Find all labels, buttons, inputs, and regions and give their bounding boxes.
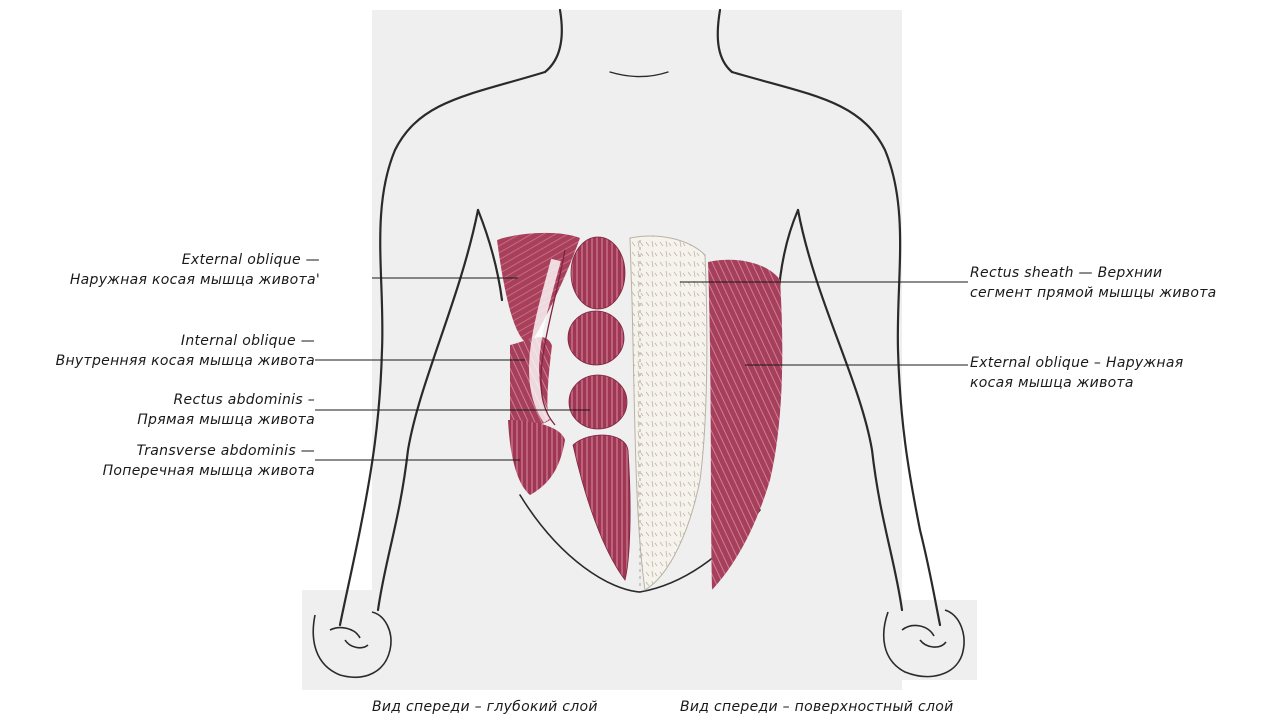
label-line-2: косая мышца живота [970, 373, 1183, 393]
label-line-2: сегмент прямой мышцы живота [970, 283, 1217, 303]
label-line-en: Transverse abdominis — [103, 441, 315, 461]
label-line-en: External oblique — [70, 250, 320, 270]
label-line-en: Rectus abdominis – [137, 390, 315, 410]
label-line-ru: Наружная косая мышца живота' [70, 270, 320, 290]
label-line-ru: Внутренняя косая мышца живота [56, 351, 315, 371]
label-transverse-abdominis: Transverse abdominis — Поперечная мышца … [103, 441, 315, 481]
left-fist-panel [302, 590, 397, 690]
label-external-oblique-right: External oblique – Наружная косая мышца … [970, 353, 1183, 393]
label-rectus-abdominis: Rectus abdominis – Прямая мышца живота [137, 390, 315, 430]
label-rectus-sheath: Rectus sheath — Верхнии сегмент прямой м… [970, 263, 1217, 303]
label-line-ru: Прямая мышца живота [137, 410, 315, 430]
label-internal-oblique: Internal oblique — Внутренняя косая мышц… [56, 331, 315, 371]
label-line-en: Internal oblique — [56, 331, 315, 351]
label-line-1: External oblique – Наружная [970, 353, 1183, 373]
caption-deep-layer: Вид спереди – глубокий слой [372, 697, 598, 717]
label-line-1: Rectus sheath — Верхнии [970, 263, 1217, 283]
label-external-oblique-left: External oblique — Наружная косая мышца … [70, 250, 320, 290]
caption-superficial-layer: Вид спереди – поверхностный слой [680, 697, 953, 717]
label-line-ru: Поперечная мышца живота [103, 461, 315, 481]
